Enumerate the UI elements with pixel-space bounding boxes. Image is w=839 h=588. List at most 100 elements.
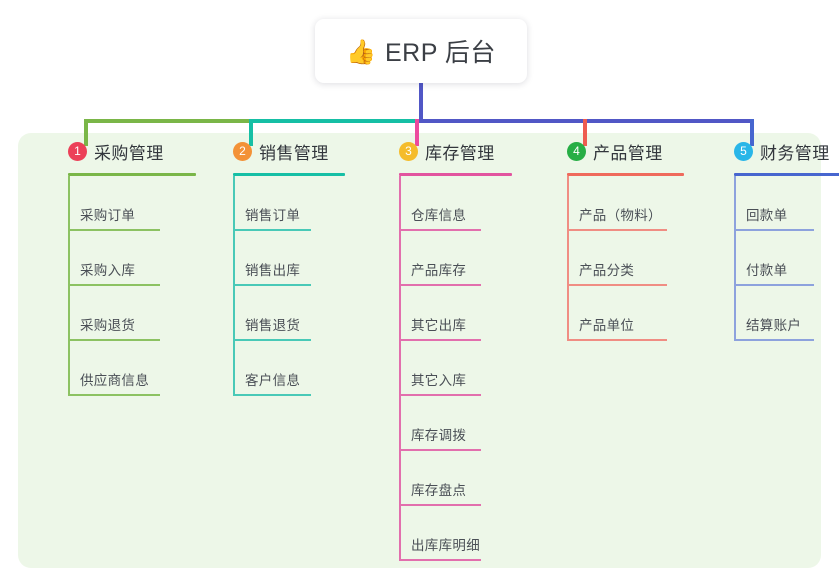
branch-number-badge: 3 (399, 141, 418, 161)
branch-column-3: 3 库存管理仓库信息产品库存其它出库其它入库库存调拨库存盘点出库库明细 (379, 133, 529, 561)
branch-item-label: 付款单 (746, 263, 788, 278)
branch-item[interactable]: 其它出库 (379, 286, 529, 341)
branch-title: 采购管理 (94, 143, 164, 163)
branch-item[interactable]: 库存调拨 (379, 396, 529, 451)
branch-spine (68, 176, 70, 396)
branch-item-label: 客户信息 (245, 373, 301, 388)
branch-item-underline (399, 284, 481, 286)
branch-number-badge: 5 (734, 141, 753, 161)
branch-item-underline (399, 504, 481, 506)
branch-item-label: 销售退货 (245, 318, 301, 333)
branch-item-underline (68, 339, 160, 341)
branch-items: 采购订单采购入库采购退货供应商信息 (48, 176, 198, 396)
branch-item[interactable]: 采购退货 (48, 286, 198, 341)
branch-items: 销售订单销售出库销售退货客户信息 (213, 176, 363, 396)
branch-item-underline (567, 339, 667, 341)
branch-rule (68, 173, 196, 176)
branch-item[interactable]: 产品分类 (547, 231, 697, 286)
root-node[interactable]: 👍 ERP 后台 (315, 19, 527, 83)
branch-items: 产品（物料） 产品分类产品单位 (547, 176, 697, 341)
branch-item-label: 供应商信息 (80, 373, 149, 388)
branch-header-5[interactable]: 5 财务管理 (714, 133, 839, 169)
branch-item-underline (734, 284, 814, 286)
branch-header-4[interactable]: 4 产品管理 (547, 133, 697, 169)
branch-item[interactable]: 出库库明细 (379, 506, 529, 561)
branch-item[interactable]: 结算账户 (714, 286, 839, 341)
branch-title: 财务管理 (760, 143, 830, 163)
branch-item-label: 销售订单 (245, 208, 301, 223)
branch-spine (734, 176, 736, 341)
branch-item-underline (233, 284, 311, 286)
branch-column-1: 1 采购管理采购订单采购入库采购退货供应商信息 (48, 133, 198, 396)
branch-item-underline (399, 559, 481, 561)
branch-item-underline (399, 394, 481, 396)
branch-item[interactable]: 采购入库 (48, 231, 198, 286)
branch-rule (734, 173, 839, 176)
branch-item-underline (734, 339, 814, 341)
branch-item[interactable]: 产品（物料） (547, 176, 697, 231)
branch-item[interactable]: 产品单位 (547, 286, 697, 341)
branch-item-underline (399, 229, 481, 231)
branch-item-label: 采购入库 (80, 263, 136, 278)
branch-item-label: 采购退货 (80, 318, 136, 333)
root-node-content: 👍 ERP 后台 (346, 33, 496, 69)
branch-items: 仓库信息产品库存其它出库其它入库库存调拨库存盘点出库库明细 (379, 176, 529, 561)
branch-item[interactable]: 仓库信息 (379, 176, 529, 231)
branch-column-4: 4 产品管理产品（物料） 产品分类产品单位 (547, 133, 697, 341)
branch-item[interactable]: 销售订单 (213, 176, 363, 231)
branch-item-underline (68, 229, 160, 231)
branch-column-2: 2 销售管理销售订单销售出库销售退货客户信息 (213, 133, 363, 396)
branch-number-badge: 1 (68, 141, 87, 161)
branch-item-label: 产品库存 (411, 263, 467, 278)
branch-header-3[interactable]: 3 库存管理 (379, 133, 529, 169)
branch-item[interactable]: 客户信息 (213, 341, 363, 396)
branch-number-badge: 4 (567, 141, 586, 161)
root-node-label: ERP 后台 (384, 39, 496, 67)
branch-item[interactable]: 采购订单 (48, 176, 198, 231)
branch-title: 销售管理 (259, 143, 329, 163)
branch-item-label: 库存盘点 (411, 483, 467, 498)
branch-spine (567, 176, 569, 341)
branch-item-underline (233, 394, 311, 396)
branch-item-label: 回款单 (746, 208, 788, 223)
branch-item[interactable]: 其它入库 (379, 341, 529, 396)
branch-item-underline (399, 339, 481, 341)
branch-title: 产品管理 (593, 143, 663, 163)
branch-items: 回款单付款单结算账户 (714, 176, 839, 341)
branch-header-1[interactable]: 1 采购管理 (48, 133, 198, 169)
branch-item[interactable]: 产品库存 (379, 231, 529, 286)
branch-item-label: 出库库明细 (411, 538, 480, 553)
branches-panel (18, 133, 821, 568)
branch-spine (399, 176, 401, 561)
branch-item-label: 销售出库 (245, 263, 301, 278)
branch-item[interactable]: 付款单 (714, 231, 839, 286)
branch-item[interactable]: 供应商信息 (48, 341, 198, 396)
branch-column-5: 5 财务管理回款单付款单结算账户 (714, 133, 839, 341)
branch-item[interactable]: 销售退货 (213, 286, 363, 341)
branch-columns: 1 采购管理采购订单采购入库采购退货供应商信息 2 销售管理销售订单销售出库销售退货客… (0, 133, 839, 568)
branch-item-label: 产品分类 (579, 263, 635, 278)
branch-spine (233, 176, 235, 396)
branch-item-label: 仓库信息 (411, 208, 467, 223)
branch-rule (567, 173, 684, 176)
branch-item[interactable]: 库存盘点 (379, 451, 529, 506)
branch-item-underline (233, 339, 311, 341)
branch-item-label: 产品（物料） (579, 208, 662, 223)
branch-item-label: 采购订单 (80, 208, 136, 223)
branch-item-label: 库存调拨 (411, 428, 467, 443)
branch-item-label: 其它出库 (411, 318, 467, 333)
thumbs-up-icon: 👍 (346, 38, 376, 66)
branch-number-badge: 2 (233, 141, 252, 161)
branch-item-underline (233, 229, 311, 231)
branch-title: 库存管理 (425, 143, 495, 163)
branch-item-underline (734, 229, 814, 231)
branch-item-underline (567, 284, 667, 286)
branch-item-underline (68, 394, 160, 396)
branch-item-label: 结算账户 (746, 318, 802, 333)
branch-item[interactable]: 回款单 (714, 176, 839, 231)
branch-header-2[interactable]: 2 销售管理 (213, 133, 363, 169)
branch-rule (233, 173, 345, 176)
branch-item-underline (399, 449, 481, 451)
branch-item[interactable]: 销售出库 (213, 231, 363, 286)
